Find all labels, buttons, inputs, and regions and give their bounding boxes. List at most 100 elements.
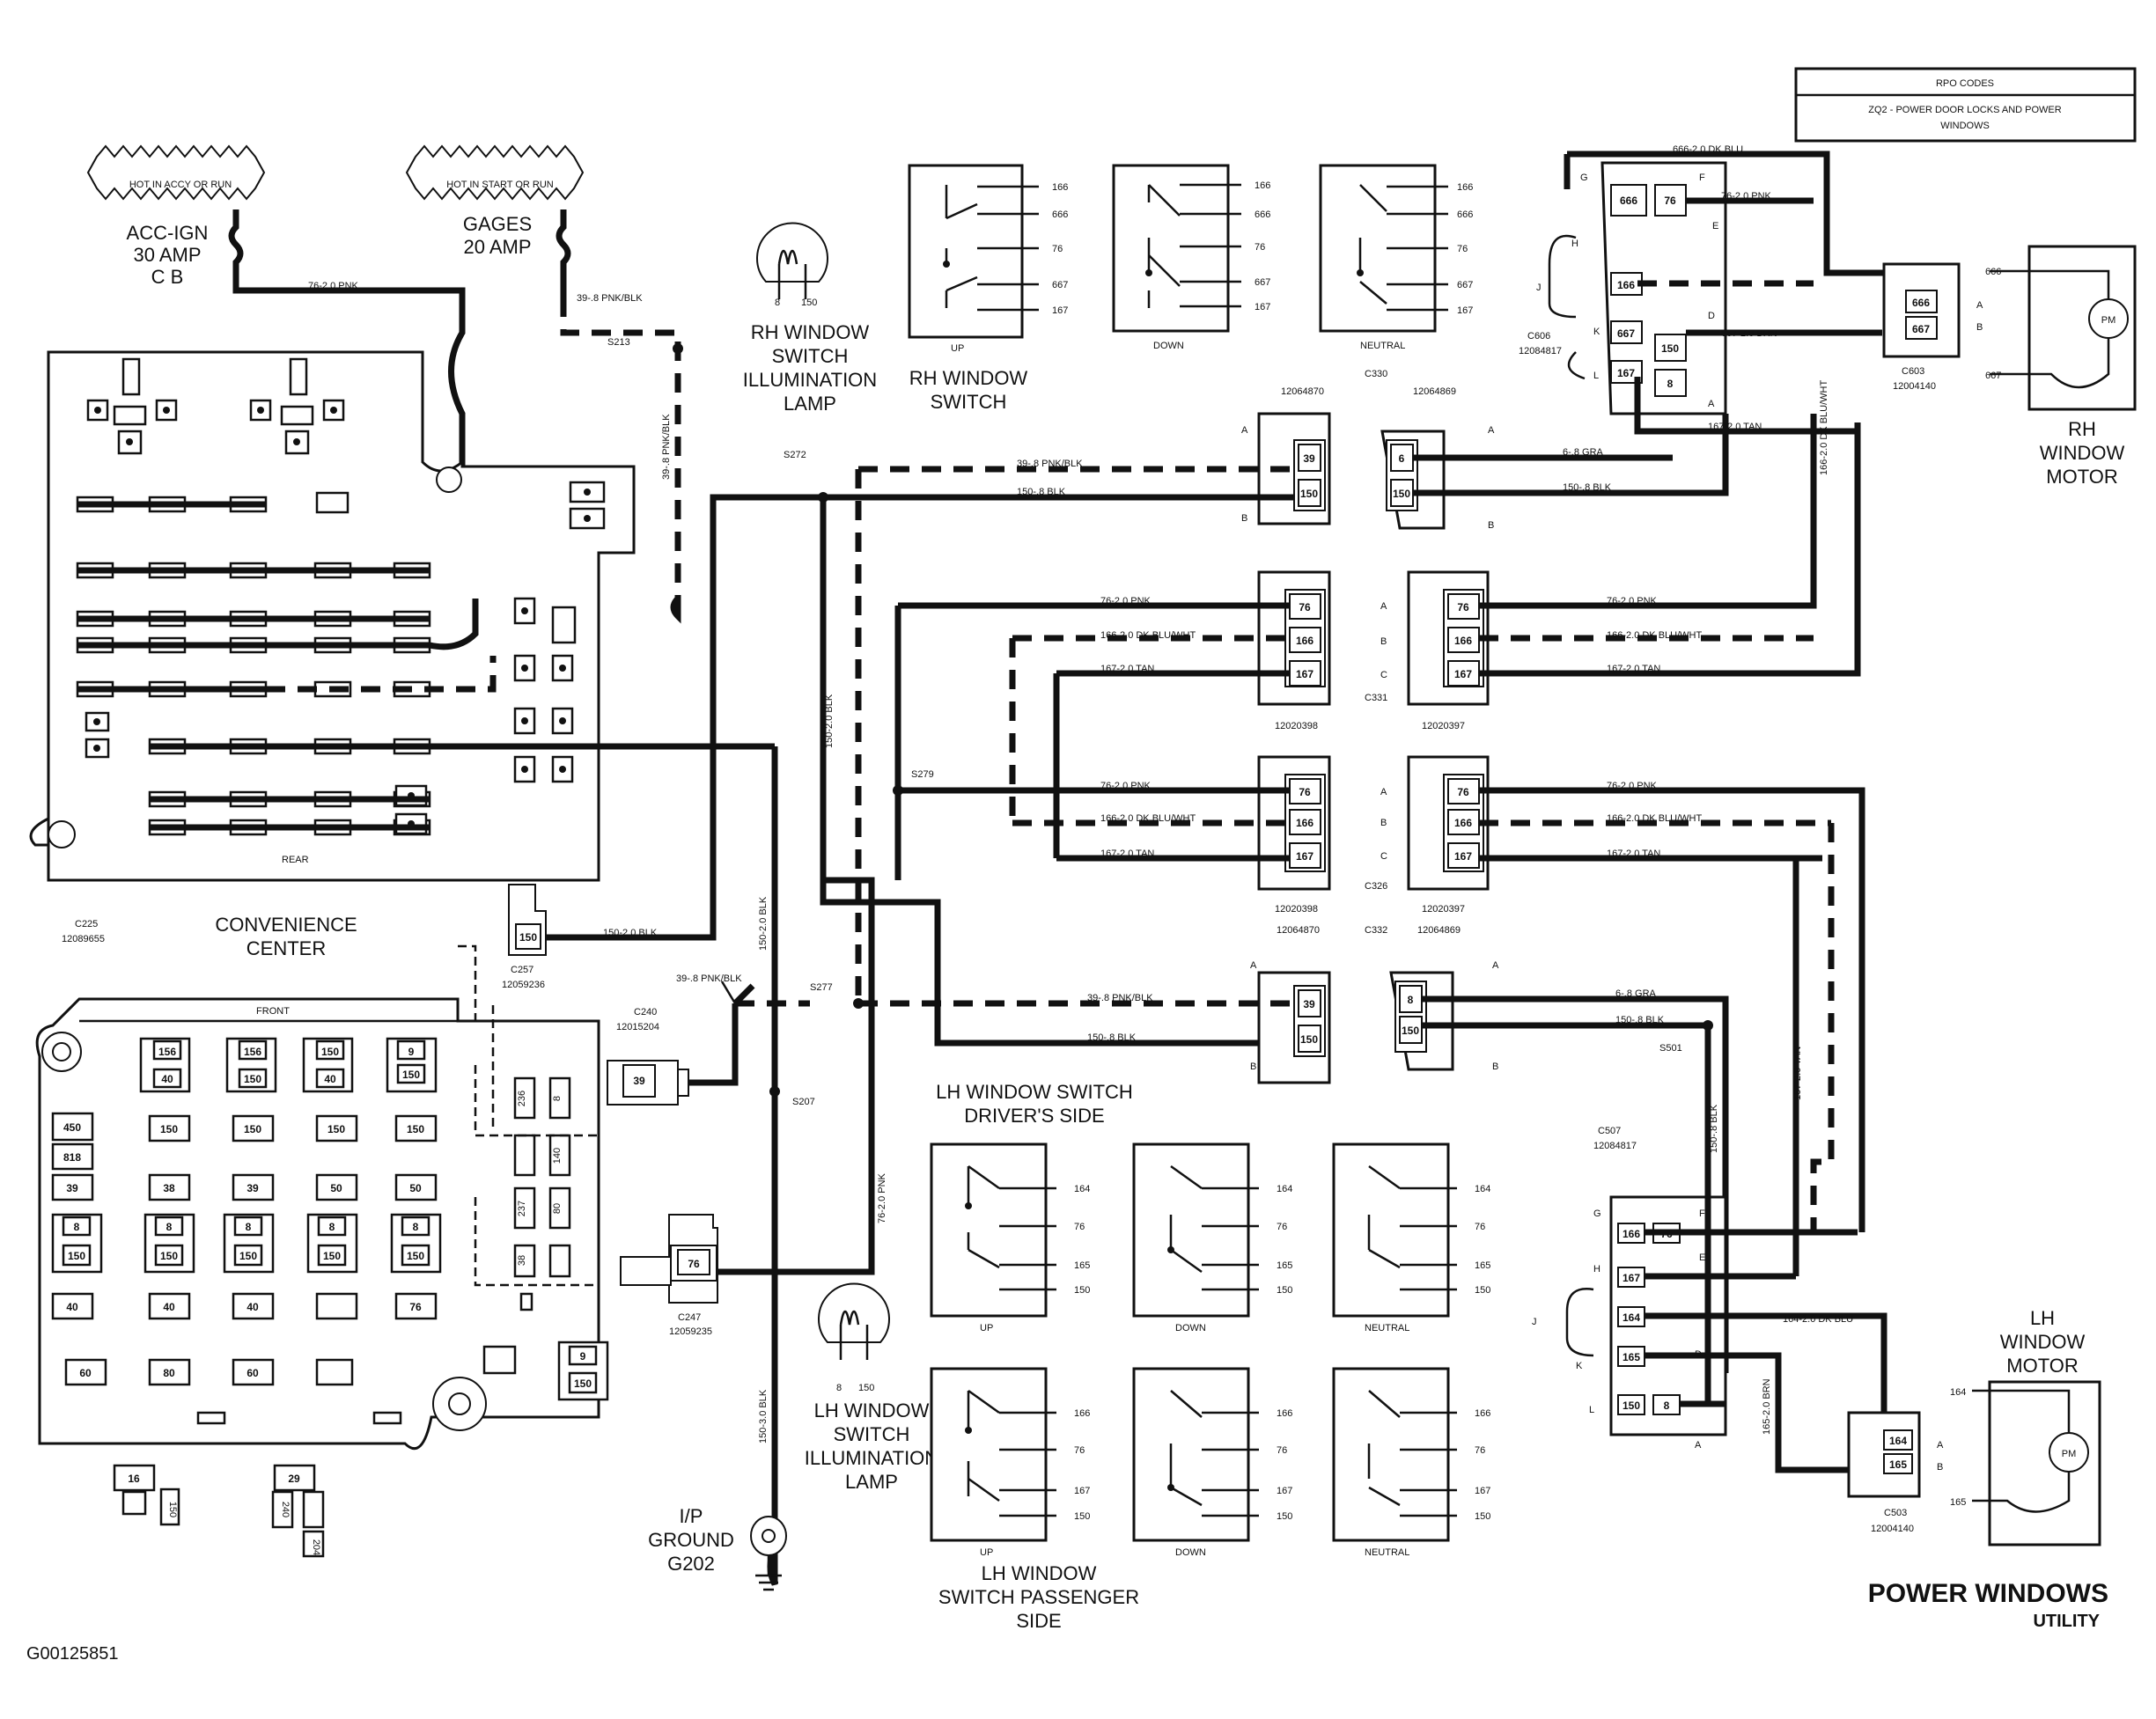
svg-text:150: 150 (1475, 1285, 1490, 1296)
svg-text:12020397: 12020397 (1422, 721, 1465, 731)
svg-text:39-.8 PNK/BLK: 39-.8 PNK/BLK (1087, 993, 1153, 1003)
convenience-name-1: CONVENIENCE (215, 914, 357, 936)
svg-text:150: 150 (323, 1250, 341, 1262)
svg-text:150: 150 (1393, 488, 1410, 500)
svg-text:167: 167 (1457, 305, 1473, 316)
svg-text:C606: C606 (1527, 331, 1550, 342)
svg-text:150: 150 (407, 1250, 424, 1262)
connector-rh-illum: 39 150 A B 12064870 6 150 A B 12064869 6… (784, 386, 1729, 531)
splice-s213 (673, 343, 683, 354)
svg-text:40: 40 (324, 1073, 336, 1085)
svg-text:12020397: 12020397 (1422, 904, 1465, 915)
svg-text:B: B (1241, 513, 1247, 524)
svg-text:76: 76 (1277, 1222, 1287, 1232)
svg-text:12004140: 12004140 (1893, 381, 1936, 392)
svg-text:PM: PM (2101, 315, 2116, 326)
svg-text:76: 76 (1299, 601, 1311, 613)
svg-text:76: 76 (409, 1301, 422, 1313)
svg-text:166: 166 (1296, 635, 1313, 647)
accy-name-2: 30 AMP (133, 244, 201, 266)
svg-text:12064869: 12064869 (1417, 925, 1461, 936)
svg-text:150: 150 (1623, 1399, 1640, 1412)
svg-text:8: 8 (1667, 378, 1674, 390)
svg-text:DOWN: DOWN (1153, 341, 1184, 351)
svg-text:39: 39 (247, 1182, 259, 1194)
svg-text:667: 667 (1985, 371, 2001, 381)
svg-text:12020398: 12020398 (1275, 904, 1318, 915)
svg-text:165: 165 (1475, 1260, 1490, 1271)
svg-text:NEUTRAL: NEUTRAL (1365, 1323, 1409, 1333)
rear-label: REAR (282, 855, 309, 865)
lh-drv-down: 164 76 165 150 DOWN (1132, 1142, 1292, 1333)
svg-text:76: 76 (688, 1258, 700, 1270)
svg-text:8: 8 (246, 1221, 252, 1233)
svg-text:SWITCH: SWITCH (931, 391, 1007, 413)
svg-text:150: 150 (858, 1383, 874, 1393)
svg-text:RH WINDOW: RH WINDOW (909, 367, 1028, 389)
svg-text:ILLUMINATION: ILLUMINATION (805, 1447, 938, 1469)
svg-text:166: 166 (1074, 1408, 1090, 1419)
svg-text:237: 237 (517, 1201, 527, 1216)
connector-c331: 76 166 167 A B C 12020398 C331 76 166 16… (898, 414, 1861, 731)
svg-text:H: H (1571, 239, 1578, 249)
svg-text:9: 9 (580, 1350, 586, 1363)
svg-text:40: 40 (161, 1073, 173, 1085)
svg-text:A: A (1976, 300, 1983, 311)
svg-text:167: 167 (1623, 1272, 1640, 1284)
c247-label: C247 (678, 1312, 701, 1323)
svg-text:167-2.0 TAN: 167-2.0 TAN (1100, 848, 1154, 859)
svg-text:667: 667 (1912, 323, 1930, 335)
svg-text:167: 167 (1475, 1486, 1490, 1496)
svg-text:B: B (1380, 818, 1387, 828)
lh-driver-switch: LH WINDOW SWITCH DRIVER'S SIDE 164 76 16… (930, 1081, 1490, 1333)
svg-text:F: F (1699, 1208, 1705, 1219)
svg-text:166: 166 (1623, 1228, 1640, 1240)
svg-text:LH WINDOW SWITCH: LH WINDOW SWITCH (936, 1081, 1133, 1103)
figure-id: G00125851 (26, 1644, 119, 1664)
gauges-power-source: HOT IN START OR RUN GAGES 20 AMP 39-.8 P… (405, 144, 683, 624)
svg-text:J: J (1536, 283, 1542, 293)
svg-text:L: L (1589, 1405, 1594, 1415)
svg-text:165: 165 (1950, 1497, 1966, 1508)
svg-text:S277: S277 (810, 982, 833, 993)
svg-text:SIDE: SIDE (1016, 1610, 1061, 1632)
svg-text:12084817: 12084817 (1519, 346, 1562, 356)
svg-text:166-2.0 DK BLU/WHT: 166-2.0 DK BLU/WHT (1607, 813, 1702, 824)
svg-text:667-2.0 BRN: 667-2.0 BRN (1721, 328, 1777, 339)
svg-text:166: 166 (1457, 182, 1473, 193)
svg-text:166-2.0 DK BLU/WHT: 166-2.0 DK BLU/WHT (1100, 813, 1196, 824)
svg-text:K: K (1593, 327, 1600, 337)
svg-text:150: 150 (574, 1377, 592, 1390)
svg-text:DOWN: DOWN (1175, 1323, 1206, 1333)
svg-text:K: K (1576, 1361, 1583, 1371)
svg-text:A: A (1708, 399, 1715, 409)
rpo-codes-box: RPO CODES ZQ2 - POWER DOOR LOCKS AND POW… (1794, 67, 2137, 143)
svg-text:150: 150 (1277, 1285, 1292, 1296)
svg-text:ILLUMINATION: ILLUMINATION (743, 369, 877, 391)
svg-text:150: 150 (519, 931, 537, 944)
accy-power-source: HOT IN ACCY OR RUN ACC-IGN 30 AMP C B 76… (86, 144, 466, 565)
svg-text:38: 38 (517, 1255, 527, 1266)
connector-c247: 76 C247 12059235 76-2.0 PNK (620, 502, 887, 1337)
svg-text:8: 8 (413, 1221, 419, 1233)
svg-text:166: 166 (1296, 817, 1313, 829)
svg-text:60: 60 (247, 1367, 259, 1379)
svg-text:167: 167 (1296, 668, 1313, 680)
convenience-center-rear: REAR C225 12089655 CONVENIENCE CENTER (29, 350, 775, 959)
svg-text:12084817: 12084817 (1593, 1141, 1637, 1151)
svg-text:667: 667 (1255, 277, 1270, 288)
svg-text:39-.8 PNK/BLK: 39-.8 PNK/BLK (1017, 459, 1083, 469)
svg-text:150: 150 (1661, 342, 1679, 355)
svg-text:76: 76 (1457, 786, 1469, 798)
rh-switch-down: 166 666 76 667 167 DOWN (1112, 164, 1270, 351)
svg-text:12064870: 12064870 (1281, 386, 1324, 397)
svg-text:76: 76 (1299, 786, 1311, 798)
svg-text:165: 165 (1277, 1260, 1292, 1271)
svg-text:666: 666 (1620, 195, 1637, 207)
svg-text:150-2.0 BLK: 150-2.0 BLK (758, 896, 769, 951)
svg-text:12020398: 12020398 (1275, 721, 1318, 731)
svg-text:LH WINDOW: LH WINDOW (982, 1562, 1097, 1584)
svg-text:29: 29 (288, 1473, 300, 1485)
connector-c326: 76 166 167 A B C 12020398 C326 76 166 16… (898, 755, 1865, 1232)
